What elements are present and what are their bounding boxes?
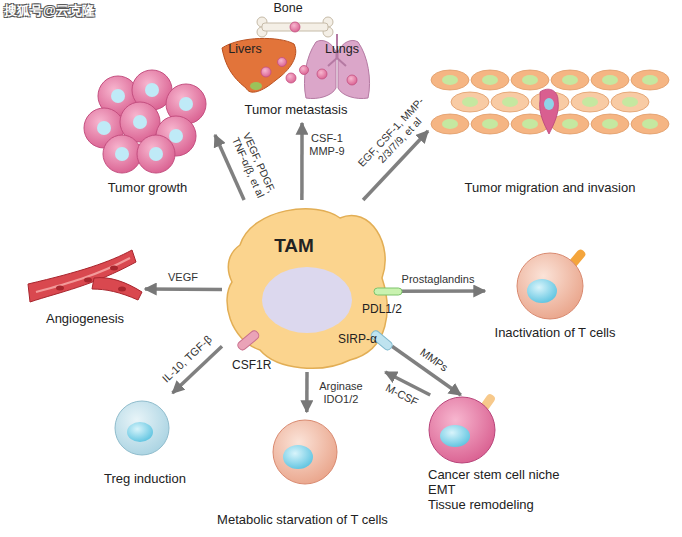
cell-name: TAM [262, 235, 326, 258]
signal-label: MMPs [412, 342, 455, 378]
signal-label: M-CSF [380, 379, 425, 410]
receptor-label: CSF1R [232, 358, 271, 372]
outcome-node: BoneLivers LungsTumor metastasis [210, 1, 382, 123]
blood-vessel [28, 250, 142, 302]
outcome-node: Cancer stem cell nicheEMTTissue remodeli… [420, 395, 590, 514]
bone-figure [257, 17, 333, 37]
node-label: Angiogenesis [25, 311, 145, 327]
signal-label: VEGF, PDGF, TNF-α/β, et al [228, 126, 280, 203]
t-cell-figure [517, 248, 587, 319]
outcome-node: Metabolic starvation of T cells [195, 412, 410, 532]
cancer-stem-cell-figure [429, 393, 496, 463]
node-label: Lungs [315, 42, 369, 57]
tumor-cell-cluster [84, 70, 206, 173]
signal-label: IL-10, TGF-β [153, 327, 220, 391]
metastatic-cell [290, 22, 300, 32]
node-label: Metabolic starvation of T cells [195, 512, 410, 528]
node-label: Tumor migration and invasion [428, 180, 672, 196]
arrow-connector [300, 123, 304, 200]
outcome-node: Treg induction [90, 393, 200, 491]
arrow-connector [305, 372, 309, 412]
macrophage-cell: TAM [222, 200, 392, 372]
tumor-cell-nuclei [97, 83, 193, 161]
outcome-node: Angiogenesis [25, 245, 145, 333]
node-label: EMT [428, 482, 588, 498]
starved-t-cell-figure [273, 420, 337, 484]
arrow-connector [145, 287, 222, 291]
signal-label: EGF, CSF-1, MMP-2/3/7/9, et al [355, 94, 436, 178]
treg-cell-figure [115, 401, 169, 455]
receptor-label: SIRP-α [338, 332, 377, 346]
node-label: Tumor growth [80, 180, 215, 196]
metastatic-cells [261, 58, 357, 86]
migrating-cells [431, 70, 669, 134]
outcome-node: Inactivation of T cells [485, 245, 625, 345]
node-label: Tumor metastasis [210, 102, 382, 118]
signal-label: Arginase IDO1/2 [312, 380, 370, 405]
signal-label: CSF-1 MMP-9 [305, 132, 349, 157]
receptor-label: PDL1/2 [362, 302, 402, 316]
arrow-connector [392, 289, 485, 293]
node-label: Tissue remodeling [428, 497, 588, 513]
outcome-node: Tumor growth [80, 70, 215, 200]
signal-label: VEGF [158, 271, 208, 284]
node-label: Cancer stem cell niche [428, 467, 588, 483]
node-label: Treg induction [90, 471, 200, 487]
node-label: Bone [258, 1, 318, 16]
watermark: 搜狐号@云克隆 [4, 3, 95, 19]
cell-outline [222, 200, 392, 372]
gallbladder-figure [250, 82, 262, 90]
node-label: Livers [220, 42, 270, 57]
outcome-node: Tumor migration and invasion [428, 64, 672, 198]
lungs-figure [304, 40, 369, 98]
node-label: Inactivation of T cells [485, 325, 625, 341]
signal-label: Prostaglandins [393, 273, 483, 286]
